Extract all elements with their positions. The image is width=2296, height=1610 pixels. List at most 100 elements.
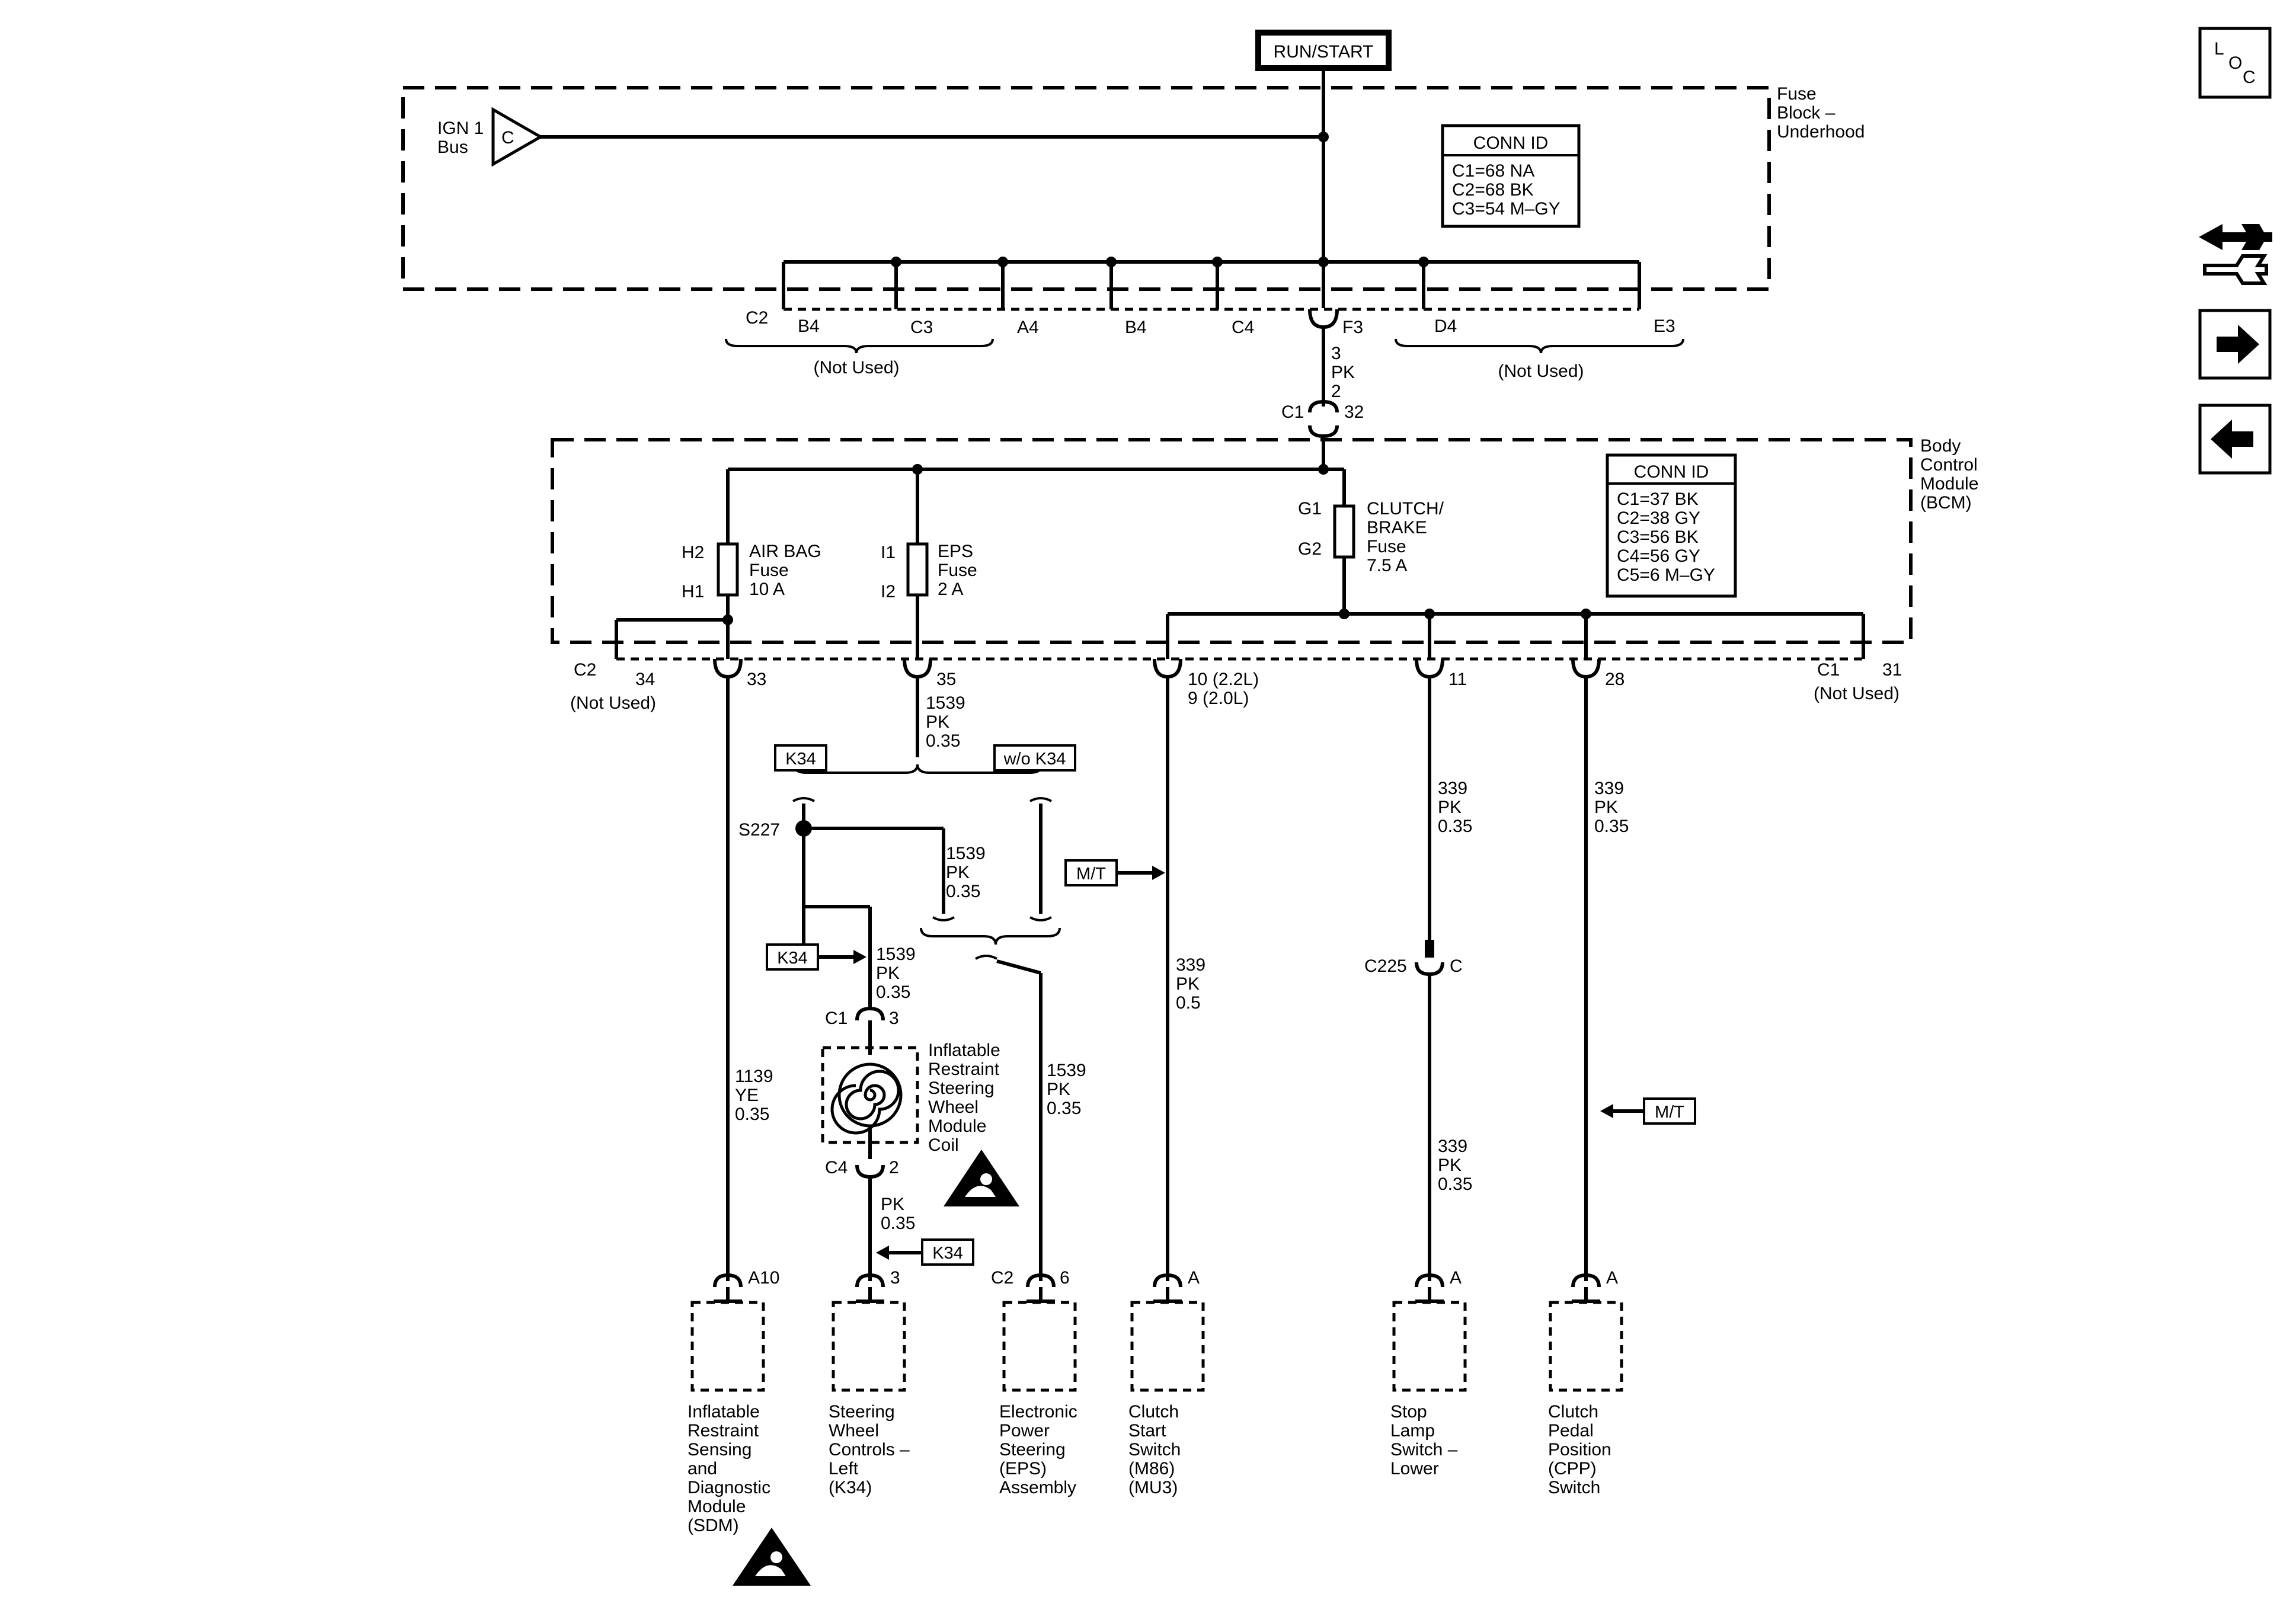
svg-text:O: O: [2228, 53, 2242, 73]
svg-text:Switch: Switch: [1128, 1440, 1181, 1459]
option-k34-arrow-swc: K34: [876, 1238, 974, 1266]
svg-text:w/o K34: w/o K34: [1003, 750, 1066, 769]
svg-text:Block –: Block –: [1777, 103, 1835, 123]
svg-text:K34: K34: [777, 949, 808, 968]
sdm-name: Inflatable Restraint Sensing and Diagnos…: [687, 1402, 770, 1535]
svg-text:Diagnostic: Diagnostic: [687, 1478, 770, 1497]
option-k34-arrow-coil: K34: [766, 943, 866, 971]
svg-text:Steering: Steering: [928, 1078, 994, 1098]
wire-1539-d-label: 1539 PK 0.35: [1047, 1061, 1086, 1118]
svg-text:0.35: 0.35: [735, 1105, 769, 1124]
svg-text:0.35: 0.35: [926, 731, 960, 751]
svg-text:CONN ID: CONN ID: [1473, 133, 1549, 153]
svg-text:C2=38 GY: C2=38 GY: [1617, 508, 1700, 528]
run-start-label: RUN/START: [1255, 30, 1392, 71]
svg-text:C2=68 BK: C2=68 BK: [1452, 180, 1534, 200]
wire-f3-label: 3 PK 2: [1331, 344, 1355, 401]
svg-text:PK: PK: [881, 1195, 904, 1214]
svg-text:0.35: 0.35: [1438, 1174, 1472, 1194]
svg-text:Restraint: Restraint: [687, 1421, 759, 1441]
svg-text:BRAKE: BRAKE: [1367, 518, 1427, 537]
svg-text:0.35: 0.35: [1594, 817, 1629, 836]
svg-text:Fuse: Fuse: [1777, 84, 1817, 104]
svg-text:C2: C2: [991, 1268, 1013, 1288]
svg-text:F3: F3: [1342, 318, 1363, 337]
option-mt-arrow-cpp: M/T: [1600, 1097, 1696, 1125]
bcm-name: Body Control Module (BCM): [1920, 436, 1978, 513]
not-used-right-label: (Not Used): [1498, 361, 1584, 381]
airbag-fuse: [717, 542, 739, 597]
svg-text:Power: Power: [999, 1421, 1050, 1441]
svg-text:(Not Used): (Not Used): [570, 693, 656, 713]
svg-text:10 A: 10 A: [749, 580, 785, 599]
svg-text:C4: C4: [1232, 318, 1254, 337]
fuse-block-name: Fuse Block – Underhood: [1777, 84, 1865, 142]
svg-text:Clutch: Clutch: [1128, 1402, 1179, 1422]
svg-text:339: 339: [1438, 1137, 1467, 1156]
svg-text:C1: C1: [825, 1009, 848, 1028]
stop-lamp-connector: A: [1392, 1268, 1467, 1392]
svg-text:Switch: Switch: [1548, 1478, 1600, 1497]
svg-text:35: 35: [936, 670, 956, 689]
svg-text:0.35: 0.35: [946, 882, 980, 901]
svg-text:(M86): (M86): [1128, 1459, 1175, 1478]
svg-text:1539: 1539: [876, 945, 916, 964]
svg-text:(Not Used): (Not Used): [1814, 684, 1900, 703]
svg-text:C: C: [501, 128, 514, 148]
svg-text:(EPS): (EPS): [999, 1459, 1047, 1478]
svg-text:(MU3): (MU3): [1128, 1478, 1178, 1497]
svg-text:PK: PK: [1331, 363, 1355, 382]
svg-text:G1: G1: [1298, 499, 1322, 518]
svg-text:(SDM): (SDM): [687, 1516, 739, 1535]
option-wo-k34-tag: w/o K34: [993, 744, 1076, 772]
svg-text:1139: 1139: [735, 1067, 773, 1086]
next-arrow-icon[interactable]: [2198, 309, 2272, 380]
svg-text:34: 34: [635, 670, 655, 689]
clockspring-coil-icon: [830, 1062, 903, 1135]
not-used-brace-right: [1395, 338, 1684, 354]
svg-text:6: 6: [1060, 1268, 1070, 1288]
svg-text:(K34): (K34): [829, 1478, 872, 1497]
svg-text:IGN 1: IGN 1: [437, 119, 484, 138]
svg-text:3: 3: [890, 1268, 900, 1288]
svg-text:339: 339: [1594, 779, 1624, 798]
svg-text:Underhood: Underhood: [1777, 122, 1865, 142]
c1-connector-label: C1: [1281, 402, 1304, 422]
svg-text:Stop: Stop: [1390, 1402, 1427, 1422]
sdm-airbag-warning-icon: [733, 1528, 811, 1586]
option-k34-tag-top: K34: [774, 744, 827, 772]
svg-text:C1: C1: [1817, 660, 1840, 680]
svg-text:Electronic: Electronic: [999, 1402, 1077, 1422]
svg-text:I1: I1: [881, 543, 896, 562]
svg-text:A4: A4: [1017, 318, 1039, 337]
svg-text:Switch –: Switch –: [1390, 1440, 1458, 1459]
svg-text:1539: 1539: [1047, 1061, 1086, 1080]
not-used-brace-left: [725, 338, 994, 354]
wire-1539-a-label: 1539 PK 0.35: [926, 693, 965, 751]
svg-text:CONN ID: CONN ID: [1634, 462, 1709, 482]
svg-text:0.35: 0.35: [1047, 1099, 1081, 1118]
svg-text:Fuse: Fuse: [1367, 537, 1406, 556]
eps-name: Electronic Power Steering (EPS) Assembly: [999, 1402, 1077, 1497]
svg-text:7.5 A: 7.5 A: [1367, 556, 1407, 575]
wrench-arrows-icon[interactable]: [2199, 224, 2272, 285]
svg-text:3: 3: [1331, 344, 1341, 363]
svg-text:C5=6 M–GY: C5=6 M–GY: [1617, 565, 1715, 585]
sdm-connector: A10: [690, 1268, 779, 1392]
svg-text:Lamp: Lamp: [1390, 1421, 1435, 1441]
svg-text:C1=37 BK: C1=37 BK: [1617, 489, 1699, 509]
svg-text:K34: K34: [932, 1244, 963, 1263]
svg-text:C3=56 BK: C3=56 BK: [1617, 527, 1699, 547]
steering-wheel-coil-name: Inflatable Restraint Steering Wheel Modu…: [928, 1041, 1000, 1155]
back-arrow-icon[interactable]: [2198, 404, 2272, 475]
svg-text:Module: Module: [687, 1497, 746, 1516]
svg-text:Steering: Steering: [999, 1440, 1066, 1459]
svg-text:0.5: 0.5: [1176, 993, 1201, 1013]
svg-text:Restraint: Restraint: [928, 1060, 1000, 1079]
svg-text:C3: C3: [910, 318, 933, 337]
component-locator-icon[interactable]: L O C: [2198, 27, 2272, 99]
clutch-brake-fuse-label: CLUTCH/ BRAKE Fuse 7.5 A: [1367, 499, 1444, 575]
svg-text:Lower: Lower: [1390, 1459, 1439, 1478]
svg-text:Body: Body: [1920, 436, 1961, 456]
